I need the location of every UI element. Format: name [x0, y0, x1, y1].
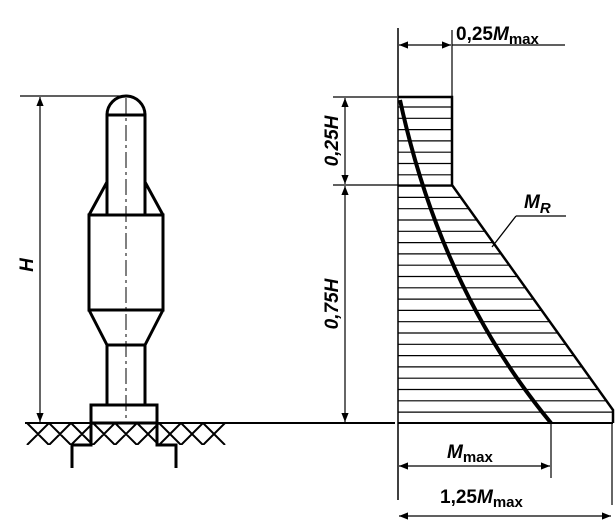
mmax-dimension — [399, 423, 552, 478]
total-moment-dimension — [399, 423, 613, 520]
pillar-foundation — [70, 423, 178, 468]
ground — [25, 422, 395, 445]
segment-dimension — [333, 96, 452, 422]
h-top-label: 0,25H — [322, 114, 343, 166]
ground-hatch — [26, 423, 226, 445]
height-label: H — [17, 257, 38, 272]
h-bottom-label: 0,75H — [322, 277, 343, 329]
design-envelope — [398, 95, 615, 423]
top-moment-dimension — [399, 30, 565, 97]
pillar-lower-taper — [87, 309, 165, 346]
top-dim-label: 0,25Mmax — [456, 24, 539, 48]
mr-label: MR — [524, 192, 551, 217]
pillar-structure — [70, 94, 178, 468]
pillar-plinth — [89, 403, 159, 425]
total-dim-label: 1,25Mmax — [440, 487, 523, 511]
moment-curve-mr — [398, 99, 553, 425]
moment-outline — [397, 28, 615, 500]
height-dimension — [20, 95, 125, 422]
pillar-top-cap — [105, 94, 147, 117]
mmax-label: Mmax — [447, 442, 494, 466]
mr-leader — [491, 215, 517, 248]
pillar-upper-taper — [87, 181, 165, 216]
